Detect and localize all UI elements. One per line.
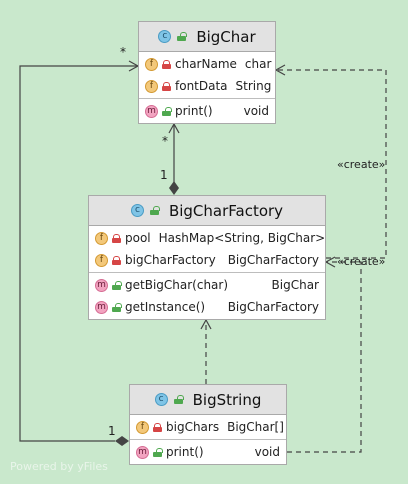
field-type: char [244,57,272,71]
class-icon: c [154,393,168,406]
field-name: pool [125,231,151,245]
field-type: BigChar[] [227,420,284,434]
fields-section: f bigChars BigChar[] [130,415,286,440]
method-icon: m [145,104,158,118]
bigstring-edge-target-multiplicity: * [120,45,126,59]
field-icon: f [145,79,158,93]
class-name: BigChar [196,27,256,46]
field-type: String [235,79,272,93]
field-row: f bigCharFactory BigCharFactory [89,249,325,271]
field-row: f fontData String [139,75,275,97]
method-row: m getInstance() BigCharFactory [89,296,325,318]
field-name: charName [175,57,237,71]
private-lock-icon [153,422,162,432]
class-bigstring[interactable]: c BigString f bigChars BigChar[] m print… [129,384,287,465]
field-name: fontData [175,79,228,93]
public-lock-icon [112,302,122,312]
field-name: bigCharFactory [125,253,216,267]
public-lock-icon [177,32,188,41]
bigstring-factory-create-edge [287,256,362,453]
field-row: f pool HashMap<String, BigChar> [89,227,325,249]
private-lock-icon [112,255,121,265]
class-bigchar[interactable]: c BigChar f charName char f fontData Str… [138,21,276,124]
method-name: print() [166,445,204,459]
method-return-type: BigChar [271,278,319,292]
field-icon: f [95,253,108,267]
field-row: f bigChars BigChar[] [130,416,286,438]
private-lock-icon [112,233,121,243]
field-icon: f [95,231,108,245]
methods-section: m print() void [130,440,286,464]
private-lock-icon [162,59,171,69]
methods-section: m print() void [139,99,275,123]
class-header: c BigString [130,385,286,415]
factory-edge-source-multiplicity: 1 [160,168,168,182]
public-lock-icon [149,206,160,215]
fields-section: f pool HashMap<String, BigChar> f bigCha… [89,226,325,273]
method-name: getInstance() [125,300,206,314]
class-name: BigCharFactory [168,201,284,220]
field-type: BigCharFactory [227,253,319,267]
field-type: HashMap<String, BigChar> [158,231,326,245]
method-row: m getBigChar(char) BigChar [89,274,325,296]
field-row: f charName char [139,53,275,75]
watermark: Powered by yFiles [10,460,108,473]
method-icon: m [95,300,108,314]
factory-edge-target-multiplicity: * [162,134,168,148]
method-return-type: void [243,104,269,118]
class-icon: c [130,204,144,217]
method-icon: m [136,445,149,459]
method-row: m print() void [130,441,286,463]
public-lock-icon [173,395,184,404]
bigstring-bigchar-composition-edge [19,60,140,442]
public-lock-icon [153,447,163,457]
create-stereotype-label: «create» [337,158,386,171]
bigstring-composition-diamond [115,436,129,446]
factory-composition-diamond [169,181,179,195]
bigstring-edge-source-multiplicity: 1 [108,424,116,438]
method-icon: m [95,278,108,292]
field-name: bigChars [166,420,220,434]
class-header: c BigCharFactory [89,196,325,226]
method-name: getBigChar(char) [125,278,229,292]
class-name: BigString [192,390,262,409]
method-return-type: void [254,445,280,459]
method-name: print() [175,104,213,118]
method-row: m print() void [139,100,275,122]
create-stereotype-label: «create» [337,255,386,268]
class-icon: c [158,30,172,43]
factory-bigchar-create-edge [274,64,387,259]
class-header: c BigChar [139,22,275,52]
public-lock-icon [112,280,122,290]
method-return-type: BigCharFactory [227,300,319,314]
field-icon: f [136,420,149,434]
class-bigcharfactory[interactable]: c BigCharFactory f pool HashMap<String, … [88,195,326,320]
public-lock-icon [162,106,172,116]
field-icon: f [145,57,158,71]
private-lock-icon [162,81,171,91]
fields-section: f charName char f fontData String [139,52,275,99]
methods-section: m getBigChar(char) BigChar m getInstance… [89,273,325,319]
